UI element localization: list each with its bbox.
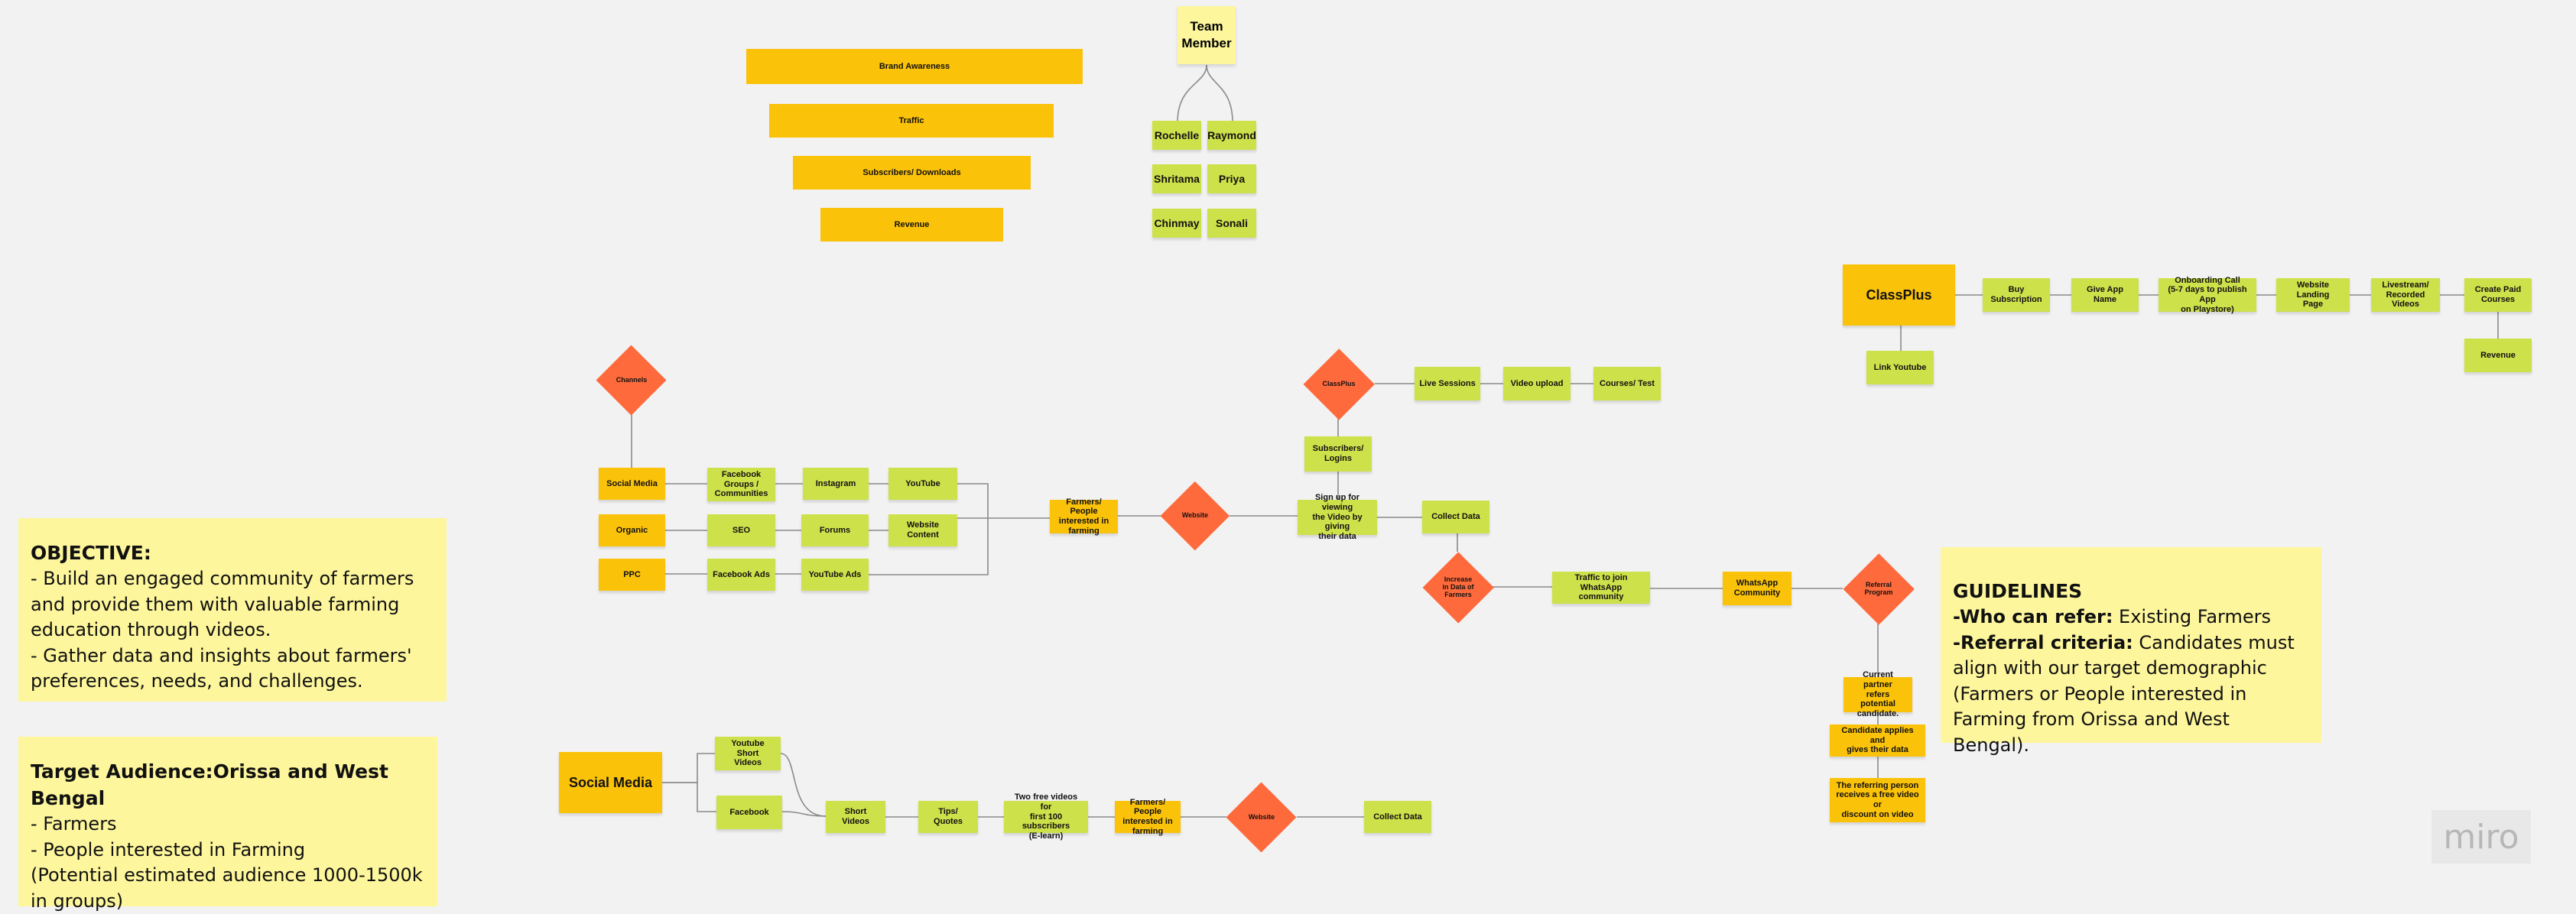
referral-program-diamond-label: Referral Program [1864,581,1893,596]
node-livestream-videos[interactable]: Livestream/ Recorded Videos [2371,278,2440,312]
node-two-free-videos[interactable]: Two free videos for first 100 subscriber… [1004,792,1088,841]
classplus-title-node[interactable]: ClassPlus [1843,264,1955,326]
node-seo[interactable]: SEO [707,514,775,546]
node-revenue[interactable]: Revenue [2464,339,2532,372]
increase-data-diamond-label: Increase in Data of Farmers [1442,575,1474,598]
website-diamond-bottom[interactable]: Website [1226,783,1297,853]
team-member-shritama[interactable]: Shritama [1152,164,1201,193]
node-organic[interactable]: Organic [599,514,665,546]
guidelines-criteria: -Referral criteria: Candidates must alig… [1953,630,2309,759]
funnel-traffic[interactable]: Traffic [769,104,1054,138]
node-candidate-applies[interactable]: Candidate applies and gives their data [1830,724,1925,757]
objective-line-1: - Build an engaged community of farmers … [31,568,414,641]
objective-line-2: - Gather data and insights about farmers… [31,644,412,692]
node-collect-data-bottom[interactable]: Collect Data [1364,801,1431,833]
team-member-note[interactable]: Team Member [1178,6,1236,64]
node-give-app-name[interactable]: Give App Name [2071,278,2139,312]
website-diamond-label: Website [1181,511,1209,520]
node-facebook-ads[interactable]: Facebook Ads [707,559,775,591]
objective-heading: OBJECTIVE: [31,542,151,564]
team-member-chinmay[interactable]: Chinmay [1152,209,1201,238]
node-link-youtube[interactable]: Link Youtube [1866,351,1934,384]
classplus-diamond[interactable]: ClassPlus [1303,348,1375,420]
target-heading: Target Audience:Orissa and West Bengal [31,760,388,809]
node-live-sessions[interactable]: Live Sessions [1415,367,1480,400]
referral-program-diamond[interactable]: Referral Program [1843,553,1915,625]
funnel-revenue[interactable]: Revenue [820,208,1003,241]
team-member-sonali[interactable]: Sonali [1207,209,1256,238]
node-youtube-ads[interactable]: YouTube Ads [801,559,869,591]
target-line-3: (Potential estimated audience 1000-1500k… [31,864,423,912]
node-collect-data[interactable]: Collect Data [1422,501,1489,533]
node-forums[interactable]: Forums [801,514,869,546]
team-member-raymond[interactable]: Raymond [1207,121,1256,150]
node-subscribers-logins[interactable]: Subscribers/ Logins [1304,436,1372,472]
node-youtube[interactable]: YouTube [888,468,957,500]
guidelines-note[interactable]: GUIDELINES -Who can refer: Existing Farm… [1941,547,2321,756]
guidelines-who: -Who can refer: Existing Farmers [1953,604,2309,630]
node-signup-video[interactable]: Sign up for viewing the Video by giving … [1298,493,1377,541]
node-short-videos[interactable]: Short Videos [826,801,885,833]
guidelines-criteria-text: Candidates must align with our target de… [1953,631,2295,756]
node-referring-receives[interactable]: The referring person receives a free vid… [1830,778,1925,822]
node-social-media[interactable]: Social Media [599,468,665,500]
node-website-content[interactable]: Website Content [888,514,957,546]
node-courses-test[interactable]: Courses/ Test [1593,367,1661,400]
node-create-paid-courses[interactable]: Create Paid Courses [2464,278,2532,312]
target-line-2: - People interested in Farming [31,838,306,861]
node-youtube-short-videos[interactable]: Youtube Short Videos [715,737,781,770]
node-buy-subscription[interactable]: Buy Subscription [1983,278,2050,312]
team-member-rochelle[interactable]: Rochelle [1152,121,1201,150]
node-onboarding-call[interactable]: Onboarding Call (5-7 days to publish App… [2159,276,2256,314]
guidelines-criteria-label: -Referral criteria: [1953,631,2133,653]
website-diamond-bottom-label: Website [1248,813,1275,822]
node-ppc[interactable]: PPC [599,559,665,591]
miro-logo: miro [2431,810,2531,864]
node-facebook-groups[interactable]: Facebook Groups / Communities [707,468,775,501]
node-instagram[interactable]: Instagram [803,468,869,500]
node-farmers-interested-bottom[interactable]: Farmers/ People interested in farming [1115,798,1181,836]
channels-diamond-label: Channels [616,376,648,384]
social-media-title-node[interactable]: Social Media [559,752,662,813]
node-website-landing[interactable]: Website Landing Page [2276,278,2350,312]
guidelines-heading: GUIDELINES [1953,580,2083,602]
guidelines-who-text: Existing Farmers [2113,606,2272,627]
node-traffic-whatsapp[interactable]: Traffic to join WhatsApp community [1552,572,1650,604]
node-tips-quotes[interactable]: Tips/ Quotes [918,801,978,833]
target-audience-note[interactable]: Target Audience:Orissa and West Bengal -… [18,737,437,912]
team-member-priya[interactable]: Priya [1207,164,1256,193]
funnel-brand-awareness[interactable]: Brand Awareness [746,49,1083,84]
increase-data-diamond[interactable]: Increase in Data of Farmers [1422,552,1494,624]
node-partner-refers[interactable]: Current partner refers potential candida… [1843,670,1912,718]
website-diamond[interactable]: Website [1161,481,1230,550]
node-video-upload[interactable]: Video upload [1503,367,1571,400]
node-facebook[interactable]: Facebook [716,796,782,829]
target-line-1: - Farmers [31,813,117,835]
funnel-subscribers[interactable]: Subscribers/ Downloads [793,156,1031,190]
node-farmers-interested[interactable]: Farmers/ People interested in farming [1050,498,1118,536]
guidelines-who-label: -Who can refer: [1953,606,2113,627]
channels-diamond[interactable]: Channels [596,345,667,416]
node-whatsapp-community[interactable]: WhatsApp Community [1723,572,1792,605]
objective-note[interactable]: OBJECTIVE: - Build an engaged community … [18,518,447,702]
classplus-diamond-label: ClassPlus [1322,380,1356,388]
